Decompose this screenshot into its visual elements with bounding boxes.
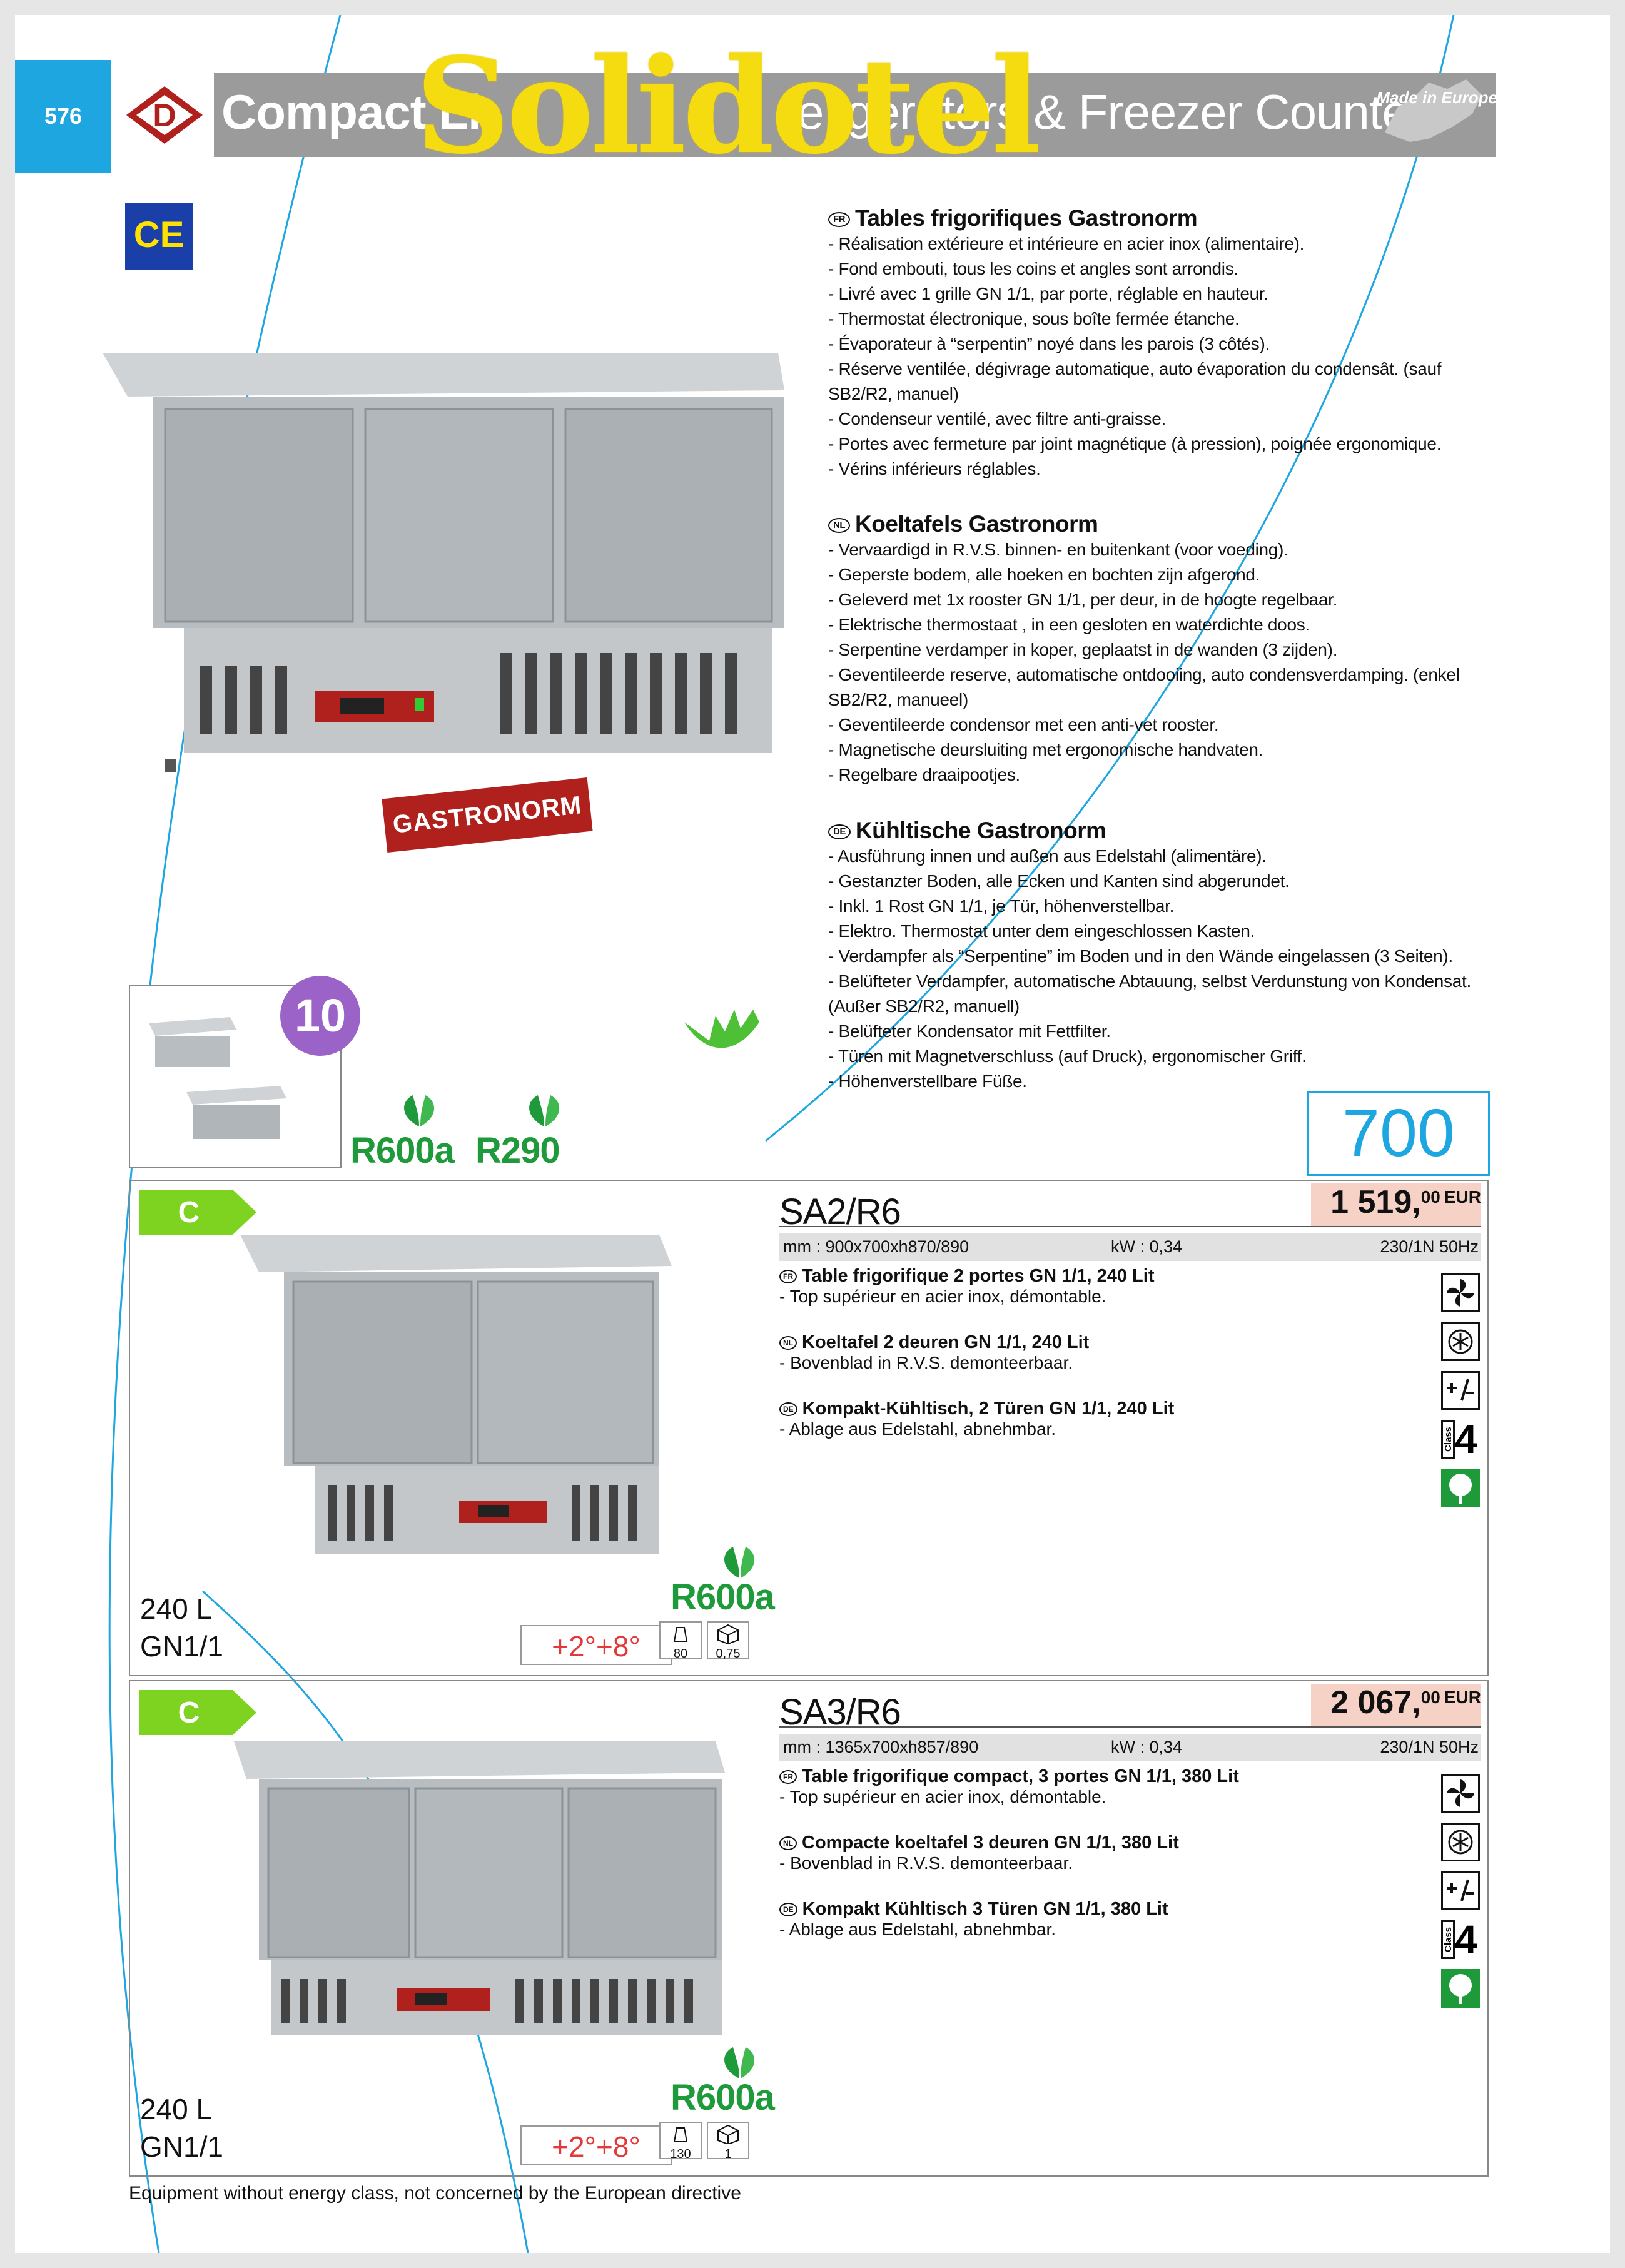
flag-de-icon: DE	[828, 824, 851, 840]
leaf-icon	[714, 2044, 764, 2082]
auto-defrost-icon	[1441, 1823, 1480, 1861]
section-items-nl: - Vervaardigd in R.V.S. binnen- en buite…	[828, 540, 1460, 784]
svg-text:C: C	[178, 1696, 200, 1729]
eco-hand-icon	[678, 997, 772, 1066]
footer-note: Equipment without energy class, not conc…	[129, 2183, 741, 2204]
model-name: SA3/R6	[779, 1692, 901, 1733]
header-title-left: Compact Li	[221, 84, 482, 139]
depth-label: 700	[1307, 1091, 1490, 1176]
capacity-label: 240 L	[140, 2093, 213, 2125]
leaf-icon	[714, 1544, 764, 1581]
weight-box: 130	[659, 2122, 702, 2161]
spec-row: mm : 1365x700xh857/890 kW : 0,34 230/1N …	[779, 1734, 1481, 1761]
capacity-label: 240 L	[140, 1592, 213, 1625]
svg-text:C: C	[178, 1196, 200, 1229]
weight-icon	[673, 2127, 688, 2142]
leaf-icon	[519, 1092, 569, 1130]
fan-icon	[1441, 1774, 1480, 1813]
logo-letter: D	[153, 98, 176, 134]
box-icon	[717, 1624, 739, 1645]
tree-icon	[1441, 1969, 1480, 2008]
header-bar	[214, 73, 1496, 157]
ce-mark-icon: CE	[125, 203, 193, 270]
header-title-right: e igerators & Freezer Counters	[797, 84, 1449, 139]
weight-icon	[673, 1627, 688, 1642]
volume-box: 0,75	[707, 1621, 749, 1661]
energy-class-badge: C	[139, 1190, 258, 1238]
tree-icon	[1441, 1469, 1480, 1507]
refrigerant-r290: R290	[475, 1130, 560, 1171]
divider	[779, 1726, 1481, 1728]
temperature-range: +2°+8°	[520, 2125, 672, 2165]
spec-row: mm : 900x700xh870/890 kW : 0,34 230/1N 5…	[779, 1233, 1481, 1261]
refrigerant-label: R600a	[671, 2077, 775, 2118]
volume-box: 1	[707, 2122, 749, 2161]
climate-class-icon: Class 4	[1441, 1917, 1480, 1962]
fan-icon	[1441, 1273, 1480, 1312]
europe-map-icon	[1372, 70, 1497, 151]
catalog-page: 576 D Compact Li e igerators & Freezer C…	[15, 15, 1610, 2253]
plus-minus-icon	[1441, 1371, 1480, 1410]
section-items-de: - Ausführung innen und außen aus Edelsta…	[828, 846, 1471, 1091]
refrigerant-r600a: R600a	[350, 1130, 455, 1171]
plus-minus-icon	[1441, 1871, 1480, 1910]
gn-count-badge: 10	[280, 976, 360, 1056]
gn-label: GN1/1	[140, 2130, 223, 2163]
gn-label: GN1/1	[140, 1630, 223, 1663]
refrigerant-label: R600a	[671, 1577, 775, 1617]
made-in-europe: Made in Europe	[1376, 88, 1497, 107]
divider	[779, 1226, 1481, 1227]
section-items-fr: - Réalisation extérieure et intérieure e…	[828, 234, 1442, 478]
auto-defrost-icon	[1441, 1322, 1480, 1361]
hero-product-image	[90, 328, 797, 828]
weight-box: 80	[659, 1621, 702, 1661]
brand-watermark: Solidotel	[415, 29, 1041, 183]
temperature-range: +2°+8°	[520, 1625, 672, 1665]
climate-class-icon: Class 4	[1441, 1417, 1480, 1462]
page-number: 576	[15, 60, 111, 173]
model-name: SA2/R6	[779, 1192, 901, 1232]
box-icon	[717, 2124, 739, 2145]
flag-fr-icon: FR	[828, 212, 850, 228]
product-image-sa3r6	[215, 1729, 734, 2054]
leaf-icon	[394, 1092, 444, 1130]
brand-logo: D	[124, 84, 205, 146]
energy-class-badge: C	[139, 1690, 258, 1738]
product-card-sa2r6	[129, 1180, 1489, 1676]
product-image-sa2r6	[221, 1222, 697, 1572]
flag-nl-icon: NL	[828, 518, 850, 534]
product-card-sa3r6	[129, 1680, 1489, 2177]
